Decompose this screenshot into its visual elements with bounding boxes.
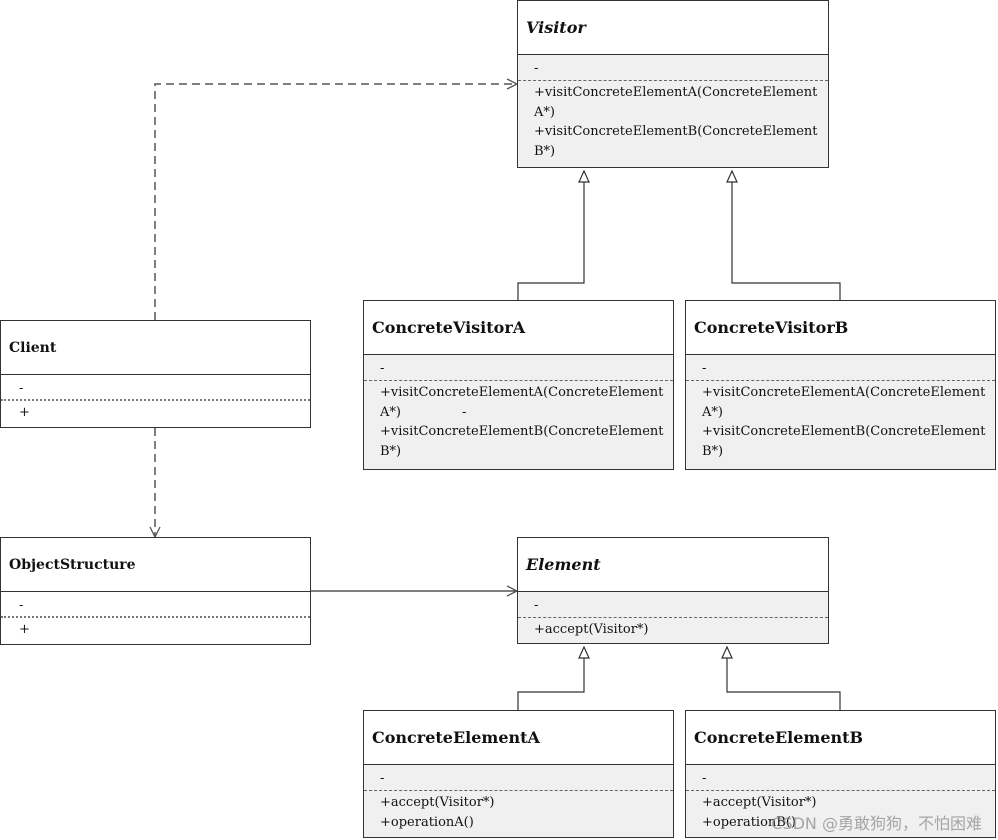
class-operations: + [1,401,310,427]
class-attributes: - [686,355,995,381]
concreteelementa-generalization [517,647,584,710]
concrete-visitor-a-class[interactable]: ConcreteVisitorA - +visitConcreteElement… [363,300,674,470]
class-attributes: - [1,592,310,618]
class-operations: +visitConcreteElementA(ConcreteElementA*… [364,381,673,469]
class-name: Visitor [518,1,828,55]
client-to-visitor-dependency [154,84,517,320]
class-attributes: - [364,355,673,381]
operation: +visitConcreteElementA(ConcreteElementA*… [534,85,818,120]
operation: +visitConcreteElementB(ConcreteElementB*… [380,424,664,459]
operation: +accept(Visitor*) [534,622,649,637]
operation: +operationB() [702,814,796,830]
concretevisitorb-generalization [732,171,841,300]
operation: +operationA() [380,814,474,830]
class-name: ConcreteVisitorA [364,301,673,355]
class-name: ConcreteVisitorB [686,301,995,355]
concreteelementb-generalization [727,647,841,710]
class-operations: +accept(Visitor*) +operationA() [364,791,673,837]
class-operations: +accept(Visitor*) +operationB() [686,791,995,837]
element-class[interactable]: Element - +accept(Visitor*) [517,537,829,644]
concrete-element-a-class[interactable]: ConcreteElementA - +accept(Visitor*) +op… [363,710,674,838]
class-attributes: - [686,765,995,791]
operation: +visitConcreteElementB(ConcreteElementB*… [534,124,818,159]
operation: + [19,622,30,637]
operation: +visitConcreteElementA(ConcreteElementA*… [702,385,986,420]
object-structure-class[interactable]: ObjectStructure - + [0,537,311,645]
class-operations: + [1,618,310,644]
class-attributes: - [1,375,310,401]
operation: +accept(Visitor*) [380,795,495,810]
operation: + [19,405,30,420]
concrete-element-b-class[interactable]: ConcreteElementB - +accept(Visitor*) +op… [685,710,996,838]
visitor-class[interactable]: Visitor - +visitConcreteElementA(Concret… [517,0,829,168]
concrete-visitor-b-class[interactable]: ConcreteVisitorB - +visitConcreteElement… [685,300,996,470]
class-name: ConcreteElementB [686,711,995,765]
operation: +visitConcreteElementA(ConcreteElementA*… [380,385,664,420]
class-name: Client [1,321,310,375]
class-operations: +visitConcreteElementA(ConcreteElementA*… [518,81,828,167]
watermark: CSDN @勇敢狗狗，不怕困难 [771,814,982,833]
class-operations: +accept(Visitor*) [518,618,828,643]
operation: +visitConcreteElementB(ConcreteElementB*… [702,424,986,459]
class-name: Element [518,538,828,592]
client-class[interactable]: Client - + [0,320,311,428]
class-name: ObjectStructure [1,538,310,592]
operation: +accept(Visitor*) [702,795,817,810]
class-attributes: - [364,765,673,791]
concretevisitora-generalization [517,171,584,300]
class-operations: +visitConcreteElementA(ConcreteElementA*… [686,381,995,469]
class-attributes: - [518,592,828,618]
class-attributes: - [518,55,828,81]
class-name: ConcreteElementA [364,711,673,765]
stray-mark: - [462,405,467,420]
